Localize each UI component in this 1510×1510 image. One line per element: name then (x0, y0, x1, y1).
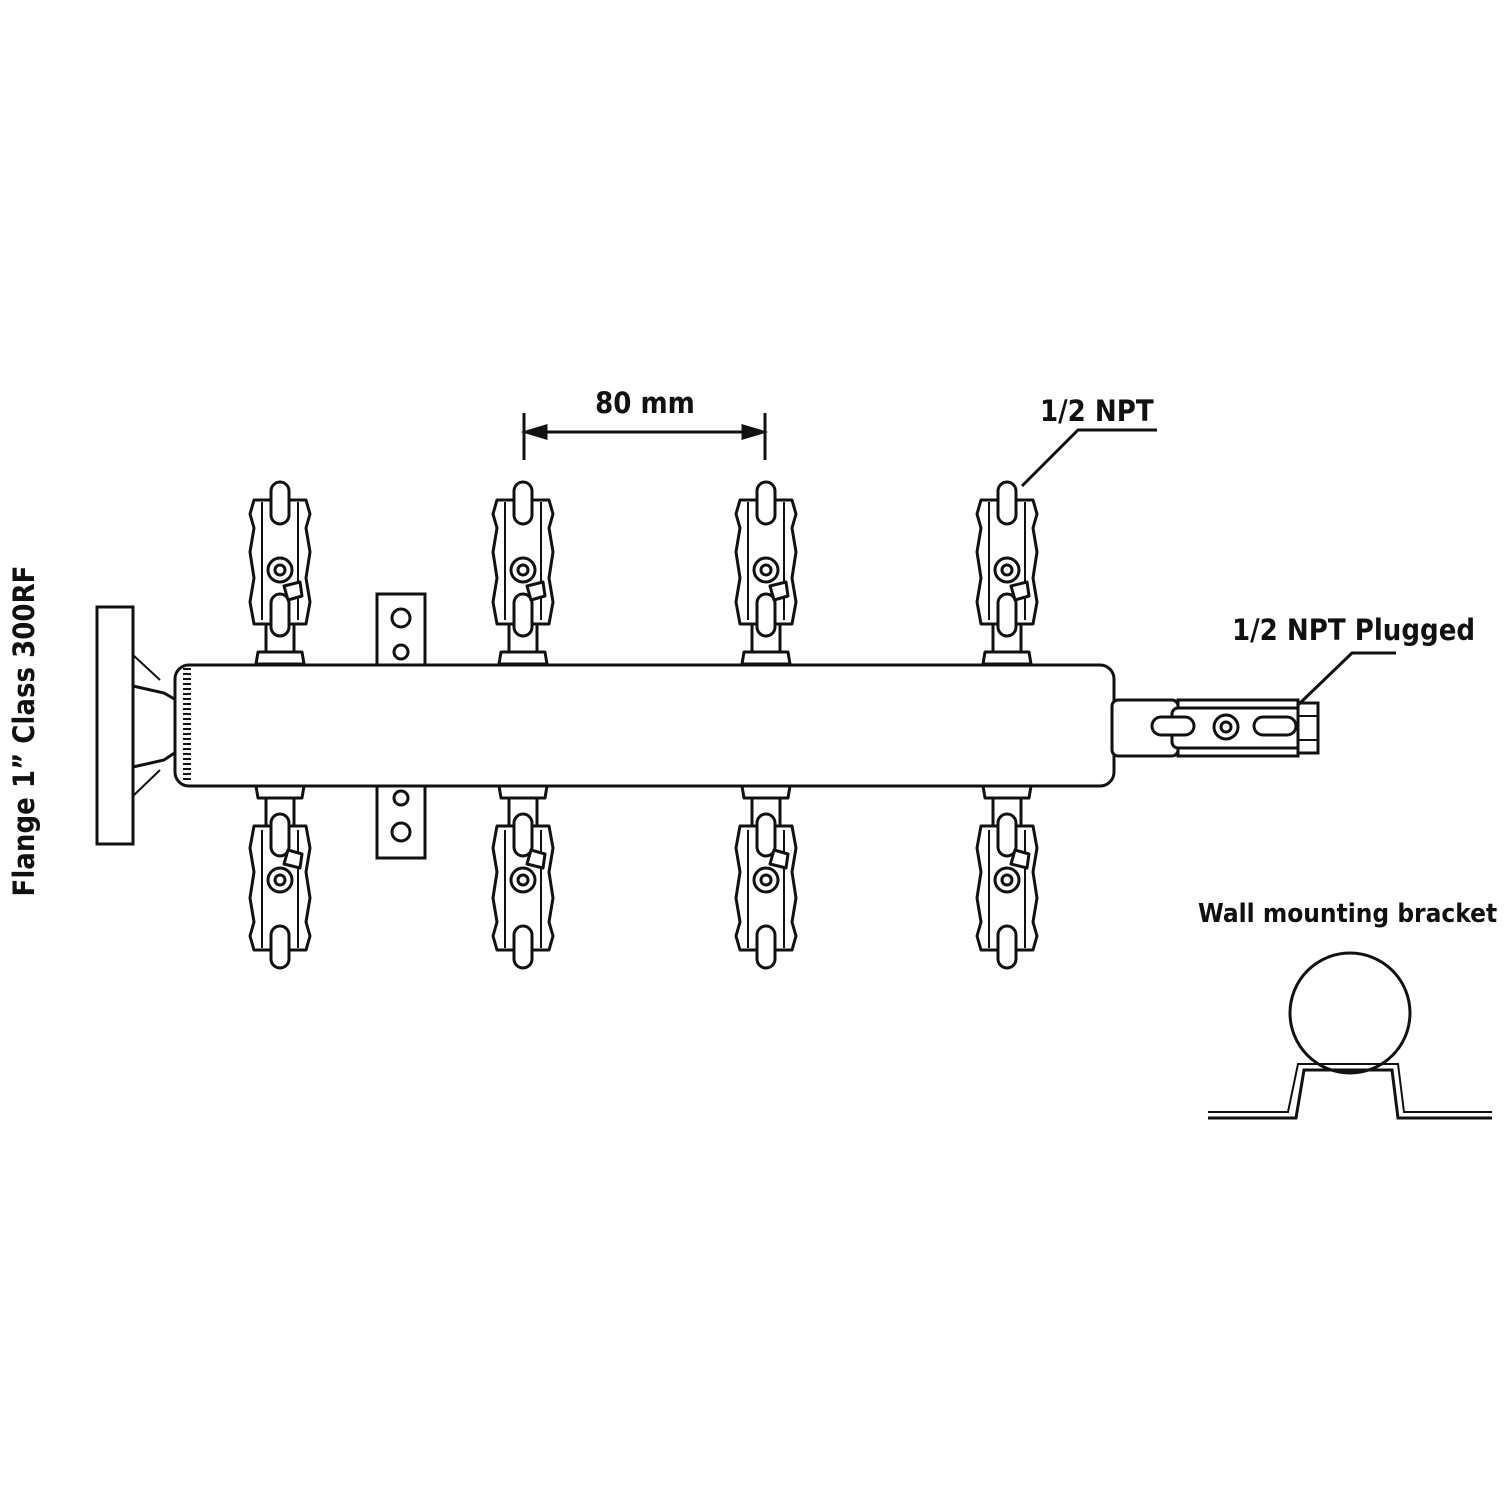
plugged-outlet (1110, 698, 1320, 758)
flange-plate (95, 605, 178, 846)
plugged-label: 1/2 NPT Plugged (1232, 613, 1475, 647)
valve-bottom-1 (248, 784, 312, 970)
valve-top-3 (734, 480, 798, 666)
dimension-line (520, 413, 769, 460)
flange-label: Flange 1” Class 300RF (7, 566, 41, 897)
valve-bottom-2 (491, 784, 555, 970)
valve-top-4 (975, 480, 1039, 666)
leader-lines (1020, 428, 1396, 707)
bracket-label: Wall mounting bracket (1198, 899, 1497, 929)
bracket-detail (1208, 951, 1492, 1120)
valve-top-1 (248, 480, 312, 666)
valve-bottom-4 (975, 784, 1039, 970)
spacing-label: 80 mm (595, 386, 695, 420)
valve-bottom-3 (734, 784, 798, 970)
valve-top-2 (491, 480, 555, 666)
bracket-tabs (375, 592, 427, 860)
outlet-label: 1/2 NPT (1040, 394, 1154, 428)
header-pipe (173, 663, 1116, 788)
